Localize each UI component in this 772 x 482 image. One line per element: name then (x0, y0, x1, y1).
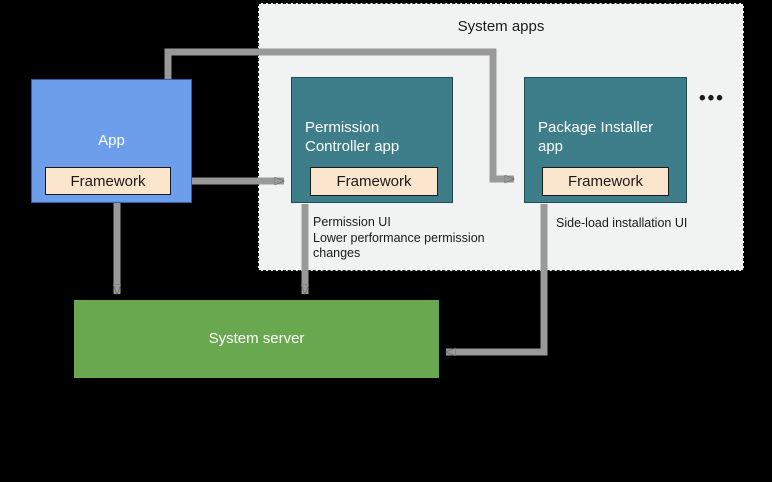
app-box-title: App (98, 132, 125, 149)
package-installer-note: Side-load installation UI (556, 216, 688, 230)
app-framework-box[interactable]: Framework (45, 167, 171, 195)
connector-controller-to-installer (489, 60, 514, 179)
package-installer-app-title: Package Installer app (538, 119, 654, 155)
system-server-label: System server (208, 330, 305, 347)
more-system-apps-ellipsis-icon: ••• (699, 88, 725, 109)
permission-controller-app-title: Permission Controller app (305, 119, 400, 155)
connector-installer-to-server (446, 204, 548, 352)
permission-controller-framework-box[interactable]: Framework (310, 167, 438, 196)
package-installer-framework-box[interactable]: Framework (542, 167, 669, 196)
permission-controller-note: Permission UI Lower performance permissi… (313, 215, 485, 260)
system-apps-group-label: System apps (457, 18, 545, 35)
system-server-box[interactable]: System server (74, 300, 439, 378)
